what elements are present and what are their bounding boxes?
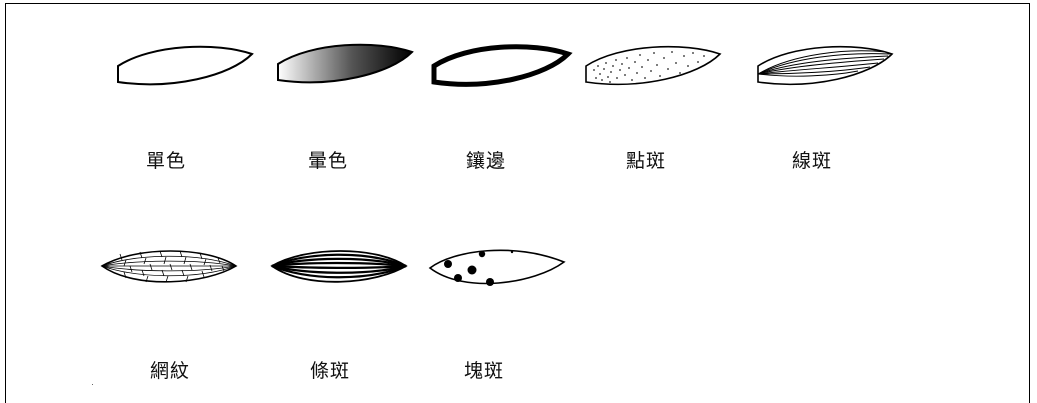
label-blotched: 塊斑 [463, 360, 504, 382]
label-solid: 單色 [145, 150, 186, 172]
label-bordered: 鑲邊 [465, 150, 506, 172]
leaf-solid [117, 45, 254, 86]
leaf-lined [757, 45, 894, 85]
label-dotted: 點斑 [625, 150, 666, 172]
speck [92, 384, 93, 385]
label-lined: 線斑 [791, 150, 832, 172]
leaf-striped [270, 250, 408, 283]
leaf-netted [100, 250, 238, 283]
label-netted: 網紋 [149, 360, 190, 382]
label-striped: 條斑 [309, 360, 350, 382]
leaf-blotched [428, 249, 566, 286]
leaf-bordered [431, 44, 573, 87]
leaf-dotted [585, 45, 722, 85]
leaf-gradient [277, 43, 414, 84]
label-gradient: 暈色 [307, 150, 348, 172]
figure-frame [5, 3, 1030, 403]
